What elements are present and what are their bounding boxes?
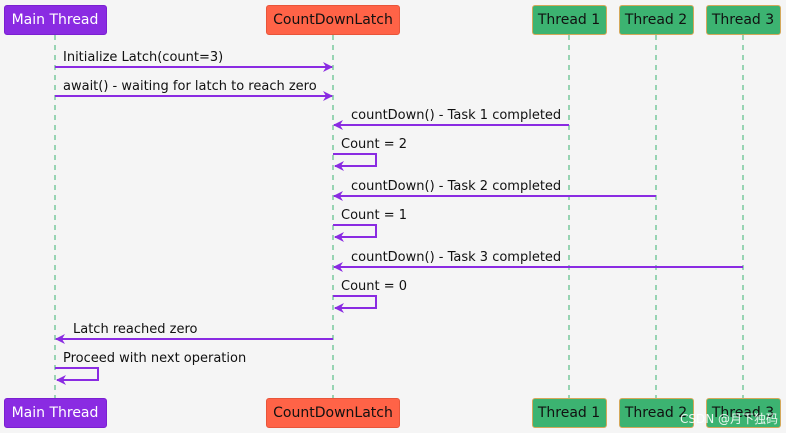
self-message-arrow [333, 224, 377, 242]
message-label: Count = 2 [341, 137, 408, 152]
participant-t3-bottom: Thread 3 [705, 398, 781, 428]
self-message-arrow [55, 367, 99, 385]
message-label: countDown() - Task 3 completed [351, 250, 562, 265]
message-label: Initialize Latch(count=3) [63, 50, 224, 65]
participant-main-bottom: Main Thread [3, 398, 107, 428]
message-label: await() - waiting for latch to reach zer… [63, 79, 317, 94]
message-label: countDown() - Task 2 completed [351, 179, 562, 194]
participant-t1-top: Thread 1 [531, 5, 607, 35]
message-label: countDown() - Task 1 completed [351, 108, 562, 123]
message-label: Count = 0 [341, 279, 408, 294]
participant-main-top: Main Thread [3, 5, 107, 35]
participant-latch-top: CountDownLatch [266, 5, 400, 35]
participant-t3-top: Thread 3 [705, 5, 781, 35]
participant-t2-bottom: Thread 2 [618, 398, 694, 428]
self-message-arrow [333, 295, 377, 313]
message-label: Count = 1 [341, 208, 408, 223]
watermark-text: CSDN @月下独码 [679, 412, 778, 426]
self-message-arrow [333, 153, 377, 171]
participant-latch-bottom: CountDownLatch [266, 398, 400, 428]
message-label: Latch reached zero [73, 322, 198, 337]
participant-t2-top: Thread 2 [618, 5, 694, 35]
message-label: Proceed with next operation [63, 351, 247, 366]
participant-t1-bottom: Thread 1 [531, 398, 607, 428]
